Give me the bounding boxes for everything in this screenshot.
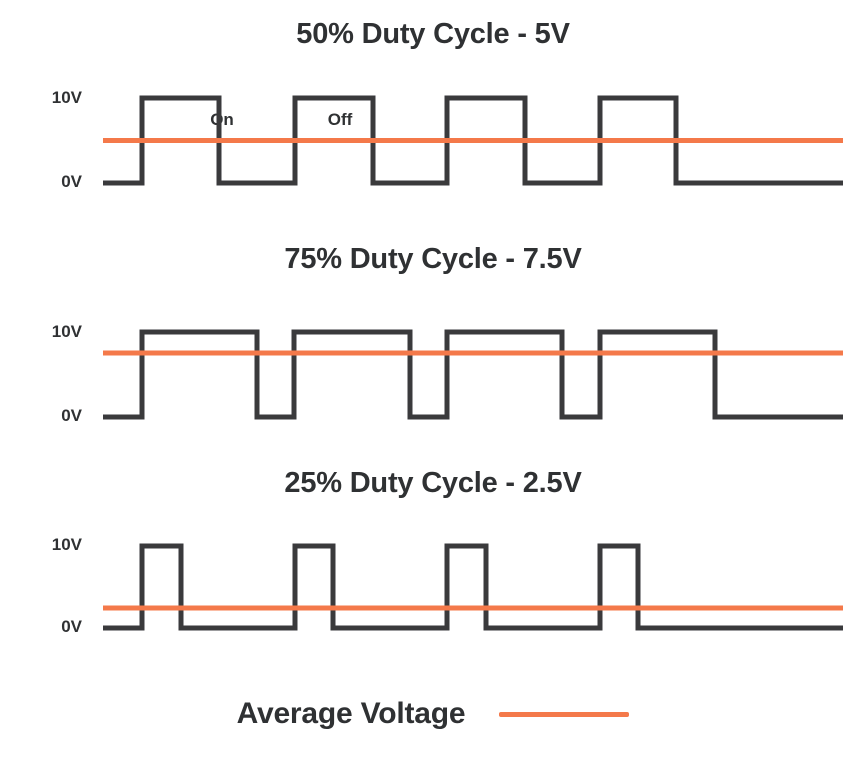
- state-label-on: On: [210, 110, 234, 129]
- legend: Average Voltage: [0, 697, 866, 731]
- pwm-waveform-75: [103, 329, 843, 420]
- waveform-plot-25: [103, 543, 843, 631]
- legend-item-average-voltage: Average Voltage: [237, 697, 630, 731]
- y-axis-label-high-25: 10V: [51, 535, 82, 554]
- waveform-plot-75: [103, 329, 843, 420]
- chart-title-75: 75% Duty Cycle - 7.5V: [284, 243, 582, 275]
- y-axis-label-high-75: 10V: [51, 322, 82, 341]
- y-axis-label-low-50: 0V: [61, 172, 82, 191]
- chart-title-50: 50% Duty Cycle - 5V: [296, 18, 570, 50]
- chart-25-percent: 25% Duty Cycle - 2.5V 10V 0V: [0, 455, 866, 670]
- legend-label-average-voltage: Average Voltage: [236, 697, 466, 730]
- waveform-plot-50: [103, 95, 843, 186]
- y-axis-label-low-75: 0V: [61, 406, 82, 425]
- legend-swatch-average-voltage: [499, 711, 630, 717]
- chart-title-25: 25% Duty Cycle - 2.5V: [284, 467, 582, 499]
- y-axis-label-low-25: 0V: [61, 617, 82, 636]
- y-axis-label-high-50: 10V: [51, 88, 82, 107]
- pwm-waveform-50: [103, 95, 843, 186]
- chart-50-percent: 50% Duty Cycle - 5V 10V 0V On Off: [0, 0, 866, 230]
- state-label-off: Off: [327, 110, 353, 129]
- chart-75-percent: 75% Duty Cycle - 7.5V 10V 0V: [0, 230, 866, 455]
- pwm-waveform-25: [103, 543, 843, 631]
